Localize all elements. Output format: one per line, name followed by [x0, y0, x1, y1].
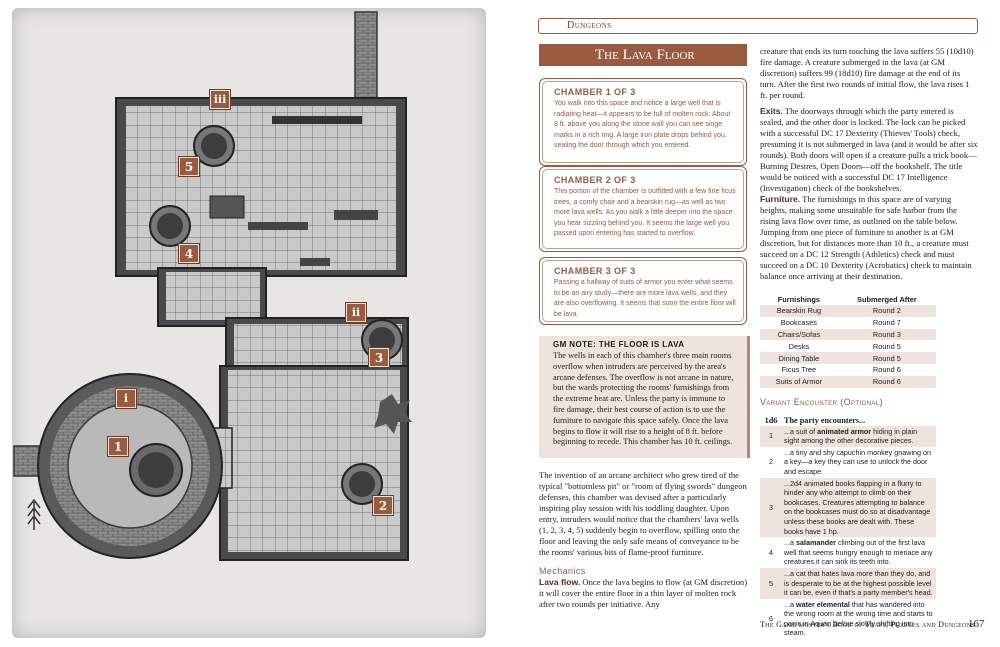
lava-flow-label: Lava flow.	[539, 577, 581, 587]
table-cell: Bookcases	[780, 318, 817, 328]
furniture-text: The furnishings in this space are of var…	[760, 194, 972, 281]
encounter-text: ...a suit of animated armor hiding in pl…	[782, 425, 936, 447]
roll-number: 4	[769, 547, 773, 557]
map-marker-4: 4	[179, 244, 199, 263]
gm-note-text: The wells in each of this chamber's thre…	[553, 351, 734, 447]
bookcase	[272, 116, 362, 124]
table-row: 5 ...a cat that hates lava more than the…	[760, 567, 936, 599]
running-head-label: Dungeons	[567, 20, 612, 31]
table-cell: Round 3	[837, 328, 936, 341]
table-row: Bookcases Round 7	[760, 317, 936, 329]
encounter-text: ...2d4 animated books flapping in a flur…	[782, 477, 936, 538]
exits-paragraph: Exits. The doorways through which the pa…	[760, 106, 978, 194]
table-row: Desks Round 5	[760, 340, 936, 352]
encounter-text: ...a tiny and shy capuchin monkey gnawin…	[784, 447, 932, 476]
die-header: 1d6	[764, 416, 778, 425]
table-cell: Round 7	[872, 318, 901, 328]
table-row: 3 ...2d4 animated books flapping in a fl…	[760, 477, 936, 538]
table-cell: Ficus Tree	[781, 365, 817, 375]
table-header-row: 1d6 The party encounters...	[760, 416, 936, 426]
table-header-row: Furnishings Submerged After	[760, 294, 936, 305]
map-marker-i: i	[116, 389, 136, 408]
furniture-paragraph: Furniture. The furnishings in this space…	[760, 194, 978, 282]
chamber-text: This portion of the chamber is outfitted…	[554, 188, 736, 238]
exits-text: The doorways through which the party ent…	[760, 106, 978, 193]
map-marker-ii: ii	[346, 303, 366, 322]
desk	[248, 222, 308, 230]
connector-floor	[166, 272, 260, 320]
chamber-title: CHAMBER 3 OF 3	[554, 266, 636, 276]
encounter-text: ...a water elemental that has wandered i…	[784, 599, 933, 638]
table-cell: Round 6	[872, 365, 901, 375]
encounter-text: ...a salamander climbing out of the firs…	[784, 538, 933, 567]
encounter-header: The party encounters...	[784, 416, 866, 425]
map-marker-3: 3	[369, 348, 389, 367]
table-cell: Desks	[788, 341, 810, 351]
sofa	[300, 258, 330, 266]
lava-flow-paragraph: Lava flow. Once the lava begins to flow …	[539, 577, 749, 610]
running-head: Dungeons	[538, 18, 978, 34]
map-marker-iii: iii	[210, 90, 230, 109]
furnishings-table: Furnishings Submerged After Bearskin Rug…	[760, 294, 936, 388]
intro-paragraph: The invention of an arcane architect who…	[539, 470, 747, 557]
map-marker-1: 1	[108, 437, 128, 456]
map-marker-5: 5	[179, 157, 199, 176]
table-row: 6 ...a water elemental that has wandered…	[760, 599, 936, 639]
table-cell: Round 5	[872, 341, 901, 351]
roll-number: 1	[760, 425, 782, 447]
chamber-box-3: CHAMBER 3 OF 3 Passing a hallway of suit…	[539, 257, 747, 325]
table-cell: Round 6	[837, 375, 936, 388]
entrance-arrow	[27, 498, 41, 530]
lower-room-floor	[228, 370, 400, 552]
table-row: Ficus Tree Round 6	[760, 364, 936, 376]
table-row: 4 ...a salamander climbing out of the fi…	[760, 537, 936, 568]
desk	[334, 210, 378, 220]
section-title: The Lava Floor	[539, 44, 747, 66]
chamber-title: CHAMBER 1 OF 3	[554, 87, 636, 97]
chamber-box-2: CHAMBER 2 OF 3 This portion of the chamb…	[539, 166, 747, 252]
table-cell: Chairs/Sofas	[760, 328, 838, 341]
exits-label: Exits.	[760, 106, 783, 116]
map-marker-2: 2	[373, 496, 393, 515]
variant-encounter-heading: Variant Encounter (Optional)	[760, 397, 883, 407]
roll-number: 6	[769, 614, 773, 624]
roll-number: 5	[760, 567, 782, 599]
lava-flow-text: Once the lava begins to flow (at GM disc…	[539, 577, 748, 609]
chamber-text: You walk into this space and notice a la…	[554, 100, 731, 150]
chamber-title: CHAMBER 2 OF 3	[554, 175, 636, 185]
gm-note-box: GM NOTE: THE FLOOR IS LAVA The wells in …	[539, 336, 750, 458]
roll-number: 3	[760, 477, 782, 538]
table-header: Submerged After	[857, 295, 917, 304]
roll-number: 2	[769, 457, 773, 467]
table-cell: Round 2	[837, 305, 936, 317]
mechanics-heading: Mechanics	[539, 566, 586, 576]
book-title-footer: The Game master's Book of Traps, Puzzles…	[760, 620, 975, 629]
furniture-label: Furniture.	[760, 194, 801, 204]
table-cell: Round 5	[837, 352, 936, 364]
chamber-box-1: CHAMBER 1 OF 3 You walk into this space …	[539, 78, 747, 166]
table-cell: Bearskin Rug	[760, 305, 838, 317]
top-pillar	[354, 11, 378, 105]
bearskin-rug	[374, 394, 412, 434]
column-two-continuation: creature that ends its turn touching the…	[760, 46, 974, 100]
encounter-table: 1d6 The party encounters... 1 ...a suit …	[760, 416, 936, 639]
table-header: Furnishings	[777, 295, 821, 304]
table-cell: Suits of Armor	[760, 375, 838, 388]
dungeon-map	[13, 11, 412, 561]
encounter-text: ...a cat that hates lava more than they …	[782, 567, 936, 599]
map-page: iii 5 4 ii 3 i 1 2	[12, 8, 486, 638]
table-cell: Dining Table	[760, 352, 838, 364]
gm-note-title: GM NOTE: THE FLOOR IS LAVA	[553, 340, 685, 349]
page-number: 167	[968, 618, 985, 630]
dining-table	[209, 195, 245, 219]
table-row: 1 ...a suit of animated armor hiding in …	[760, 425, 936, 447]
chamber-text: Passing a hallway of suits of armor you …	[554, 279, 736, 318]
table-row: 2 ...a tiny and shy capuchin monkey gnaw…	[760, 447, 936, 478]
